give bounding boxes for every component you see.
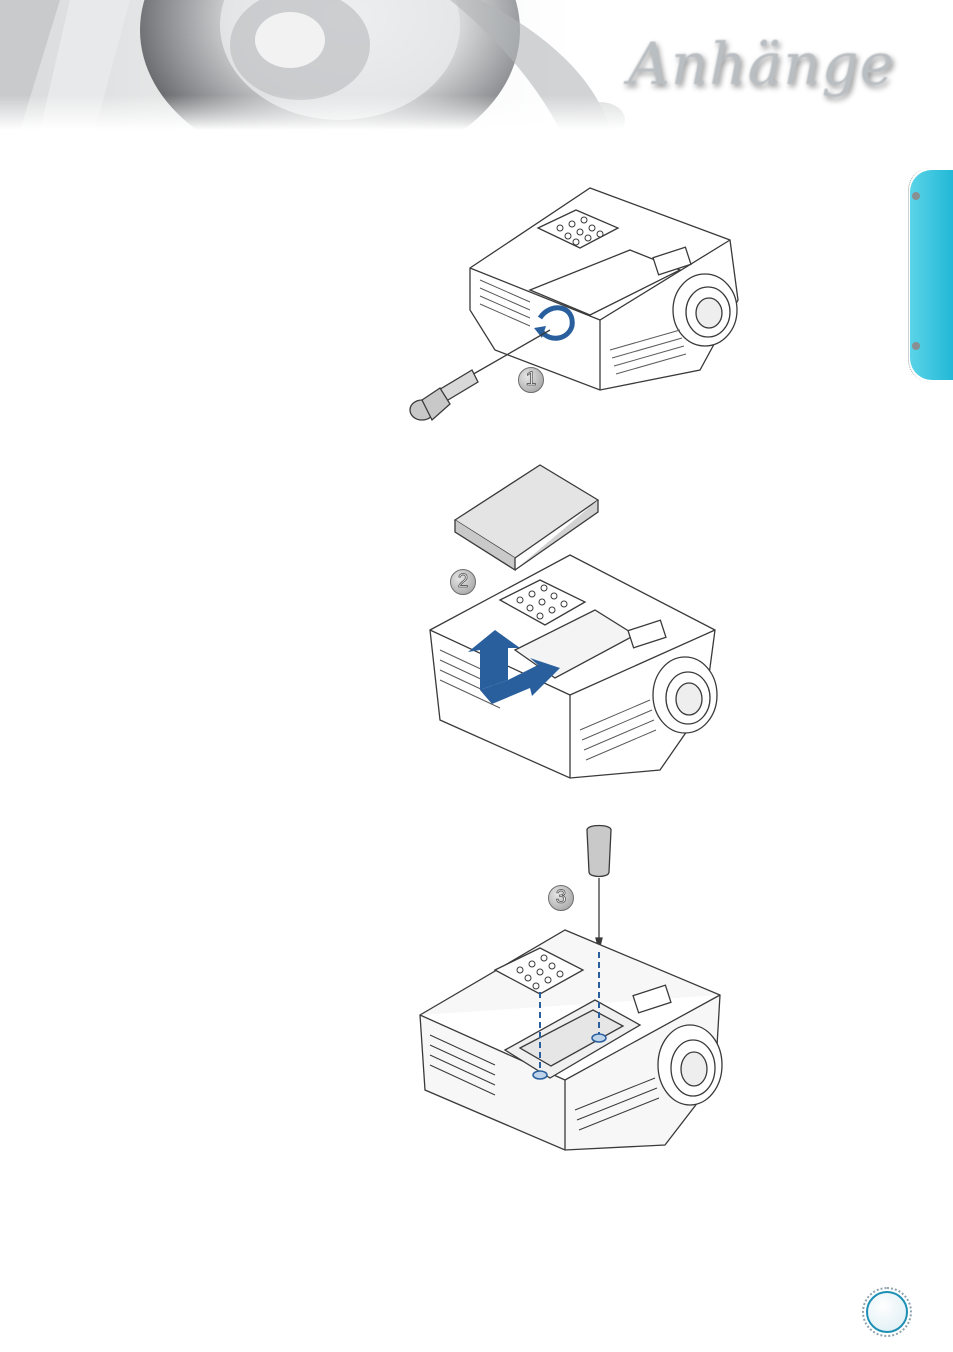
projector-lamp-screws-illustration — [419, 824, 723, 1151]
figure-step-2: 2 — [420, 460, 730, 790]
projector-with-screwdriver-illustration — [409, 187, 739, 422]
figure-step-1: 1 — [400, 180, 750, 430]
page-title: Anhänge — [628, 30, 895, 98]
step-1-badge: 1 — [518, 367, 544, 393]
page-number-ring — [862, 1287, 912, 1337]
lens-artwork — [0, 0, 953, 130]
step-1-number: 1 — [525, 369, 537, 391]
step-2-number: 2 — [457, 571, 469, 593]
header-banner: Anhänge — [0, 0, 953, 130]
step-3-number: 3 — [555, 887, 567, 909]
side-tab-outline — [908, 168, 931, 382]
page-number-badge — [866, 1291, 908, 1333]
step-2-badge: 2 — [450, 569, 476, 595]
tab-dot-top — [912, 192, 920, 200]
tab-dot-bottom — [912, 342, 920, 350]
page-number — [866, 1291, 908, 1333]
step-3-badge: 3 — [548, 885, 574, 911]
figure-step-3: 3 — [415, 820, 735, 1160]
projector-cover-removal-illustration — [429, 464, 718, 779]
